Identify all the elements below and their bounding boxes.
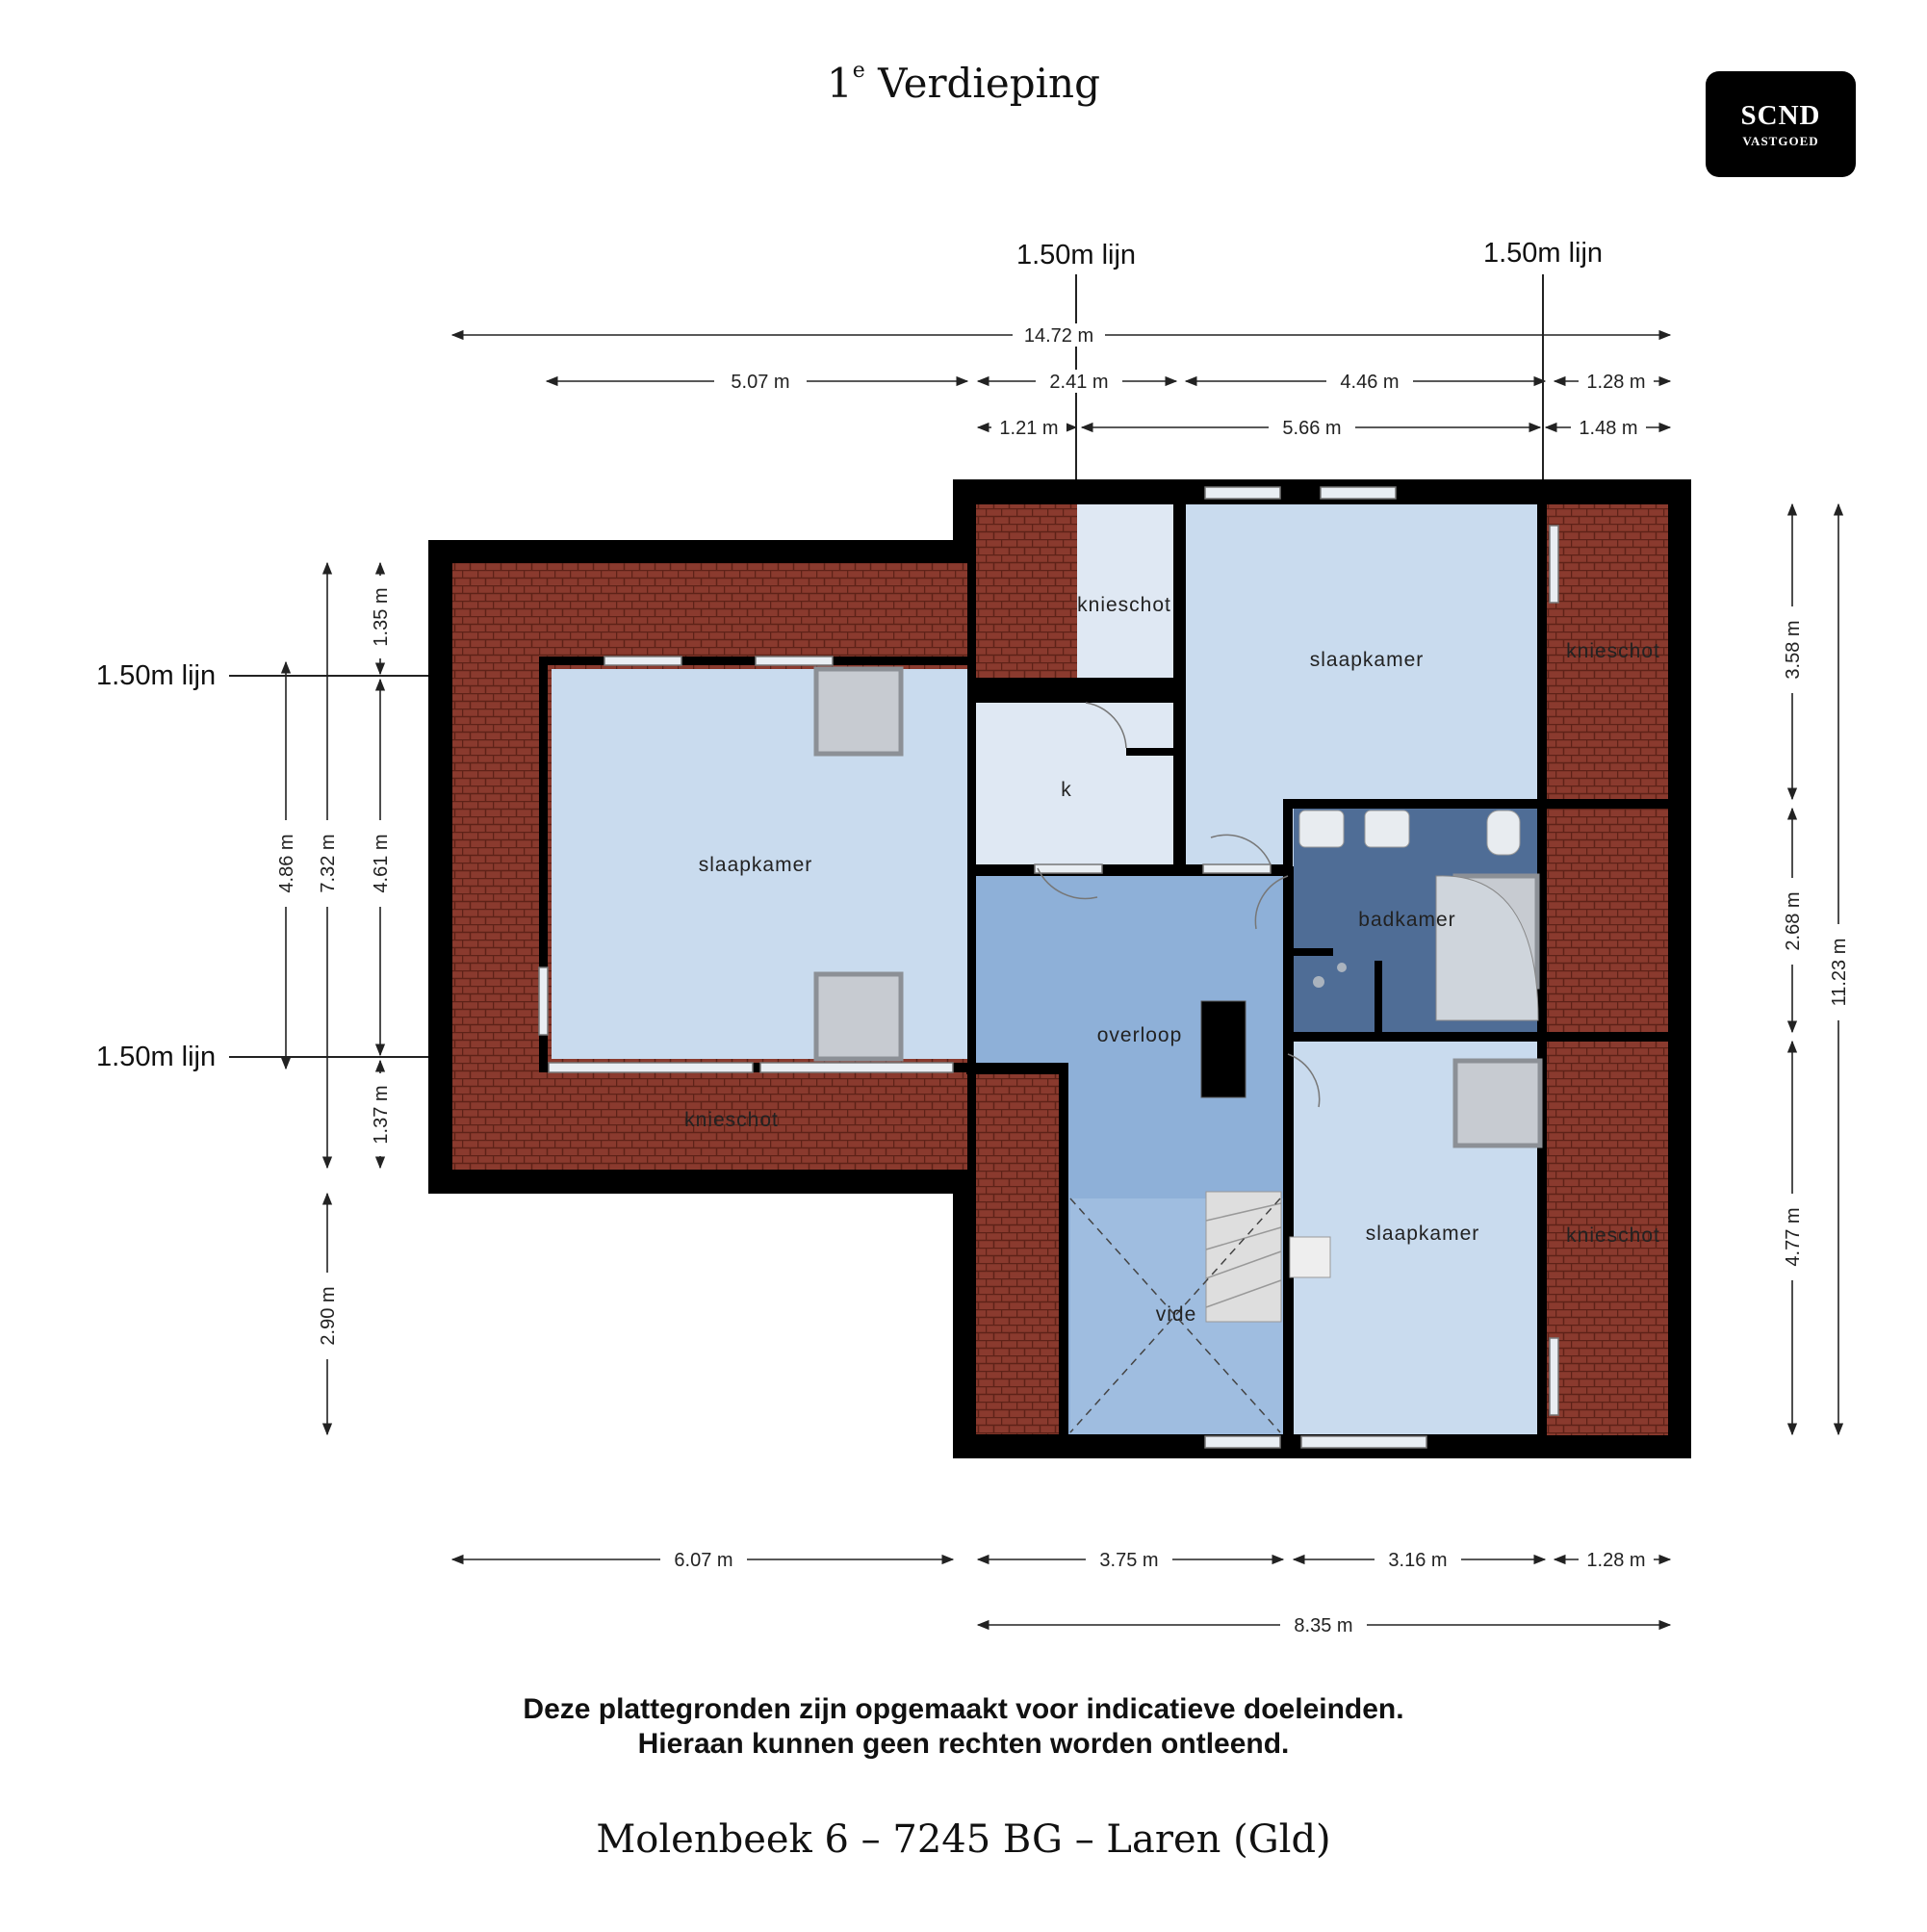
label-vide: vide	[1156, 1303, 1197, 1326]
windows	[538, 486, 1559, 1449]
dim-right-total: 11.23 m	[1829, 939, 1850, 1007]
roof-lower-left	[976, 1073, 1065, 1434]
label-slaapkamer-left: slaapkamer	[699, 854, 813, 876]
address: Molenbeek 6 – 7245 BG – Laren (Gld)	[596, 1817, 1331, 1862]
vide-cross	[1069, 1198, 1281, 1433]
bathroom-fixtures	[1298, 810, 1539, 1021]
stairs	[1205, 1191, 1282, 1323]
label-knieschot-right-bottom: knieschot	[1566, 1224, 1660, 1247]
room-k	[976, 703, 1174, 866]
desk	[1289, 1236, 1331, 1278]
dim-left-c3: 1.37 m	[371, 1085, 392, 1144]
dim-top-r1-c: 4.46 m	[1340, 372, 1399, 393]
label-knieschot-top-mid: knieschot	[1077, 594, 1171, 616]
logo-line2: VASTGOED	[1742, 134, 1819, 148]
dim-left-b: 7.32 m	[318, 834, 339, 892]
room-knieschot-corridor	[1077, 504, 1173, 678]
roof-top-mid	[976, 504, 1077, 678]
dim-top-r1-b: 2.41 m	[1049, 372, 1108, 393]
dim-left-d: 2.90 m	[318, 1286, 339, 1345]
floor-number: 1	[827, 60, 853, 107]
floor-title: 1e Verdieping	[0, 59, 1927, 107]
dim-top-r2-c: 1.48 m	[1579, 418, 1637, 439]
dim-bottom-a: 6.07 m	[674, 1550, 732, 1571]
floor-name: Verdieping	[878, 60, 1100, 107]
dim-right-b: 2.68 m	[1783, 891, 1804, 950]
dim-top-r2-a: 1.21 m	[999, 418, 1058, 439]
black-furniture	[1200, 1000, 1246, 1098]
dimension-label-backgrounds	[274, 323, 1850, 1636]
dim-left-c2: 4.61 m	[371, 834, 392, 892]
disclaimer: Deze plattegronden zijn opgemaakt voor i…	[0, 1692, 1927, 1762]
line-label-top-right: 1.50m lijn	[1483, 238, 1603, 269]
dim-top-r2-b: 5.66 m	[1282, 418, 1341, 439]
dim-left-a: 4.86 m	[276, 834, 297, 892]
line-label-left-bottom: 1.50m lijn	[96, 1042, 216, 1072]
label-knieschot-right-top: knieschot	[1566, 640, 1660, 662]
logo-line1: SCND	[1740, 100, 1821, 131]
scnd-logo: SCND VASTGOED	[1706, 71, 1856, 177]
label-overloop: overloop	[1097, 1024, 1183, 1046]
disclaimer-line1: Deze plattegronden zijn opgemaakt voor i…	[523, 1693, 1404, 1725]
roof-right	[1547, 504, 1668, 1435]
dim-top-total: 14.72 m	[1024, 325, 1093, 347]
disclaimer-line2: Hieraan kunnen geen rechten worden ontle…	[637, 1728, 1290, 1760]
floor-suffix: e	[852, 59, 865, 83]
dim-bottom-c: 3.16 m	[1388, 1550, 1447, 1571]
dim-bottom-total: 8.35 m	[1294, 1615, 1352, 1636]
line-label-top-left: 1.50m lijn	[1016, 240, 1136, 270]
label-slaapkamer-bottom-right: slaapkamer	[1366, 1223, 1480, 1245]
dim-left-c1: 1.35 m	[371, 587, 392, 646]
dim-top-r1-a: 5.07 m	[731, 372, 789, 393]
dim-right-a: 3.58 m	[1783, 620, 1804, 679]
label-knieschot-left-bottom: knieschot	[684, 1109, 779, 1131]
dim-bottom-b: 3.75 m	[1099, 1550, 1158, 1571]
line-label-left-top: 1.50m lijn	[96, 660, 216, 691]
label-k: k	[1061, 779, 1072, 801]
door-swings	[1037, 702, 1321, 1108]
dimension-labels: 14.72 m 5.07 m 2.41 m 4.46 m 1.28 m 1.21…	[276, 325, 1850, 1636]
label-badkamer: badkamer	[1358, 909, 1455, 931]
dim-bottom-d: 1.28 m	[1586, 1550, 1645, 1571]
dim-right-c: 4.77 m	[1783, 1207, 1804, 1266]
dim-top-r1-d: 1.28 m	[1586, 372, 1645, 393]
label-slaapkamer-top-right: slaapkamer	[1310, 649, 1425, 671]
